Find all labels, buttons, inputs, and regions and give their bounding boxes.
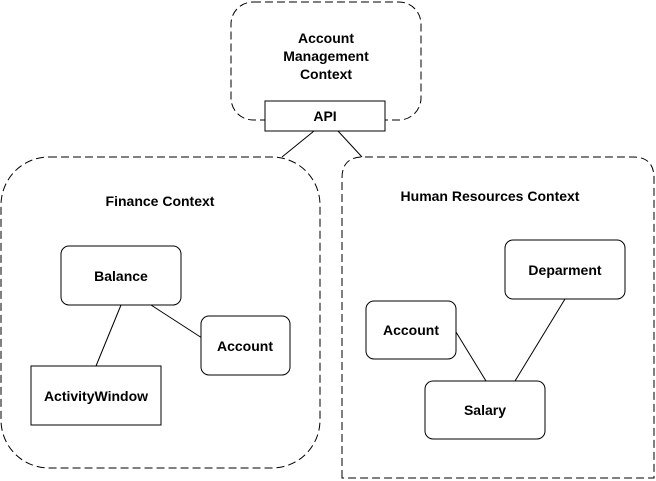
finance-account-label: Account [217,338,273,354]
finance-activitywindow-box [30,365,162,426]
connector-department-salary [514,298,566,382]
human-resources-context-boundary [341,156,655,479]
hr-salary-box [424,380,546,440]
connector-balance-activitywindow [95,304,122,367]
finance-context-title: Finance Context [106,193,215,209]
human-resources-context: Human Resources Context Deparment Accoun… [341,156,655,479]
hr-account-label: Account [383,322,439,338]
account-management-title-line-1: Account [298,30,354,46]
connector-account-salary [455,331,487,382]
api-label: API [313,108,336,124]
connector-api-finance [281,130,315,158]
connector-api-hr [337,130,363,158]
finance-context-boundary [0,156,321,469]
finance-balance-label: Balance [94,268,148,284]
hr-department-box [504,239,626,300]
account-management-title-line-2: Management [283,48,369,64]
hr-salary-label: Salary [464,402,506,418]
finance-activitywindow-label: ActivityWindow [44,388,148,404]
hr-account-box [365,300,457,360]
finance-context: Finance Context Balance Account Activity… [0,156,321,469]
hr-department-label: Deparment [528,262,601,278]
connector-balance-account [150,304,203,339]
finance-balance-box [60,245,182,306]
finance-account-box [200,315,291,376]
human-resources-context-title: Human Resources Context [401,188,580,204]
account-management-title-line-3: Context [300,66,352,82]
account-management-context: Account Management Context API [230,1,422,132]
api-box [264,100,386,132]
